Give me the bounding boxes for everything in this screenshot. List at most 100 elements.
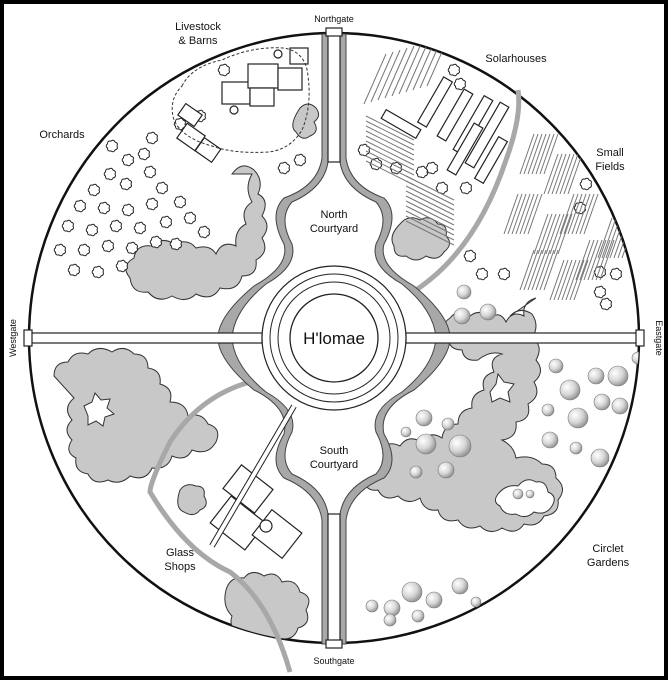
tree-icon — [137, 147, 150, 161]
tree-icon — [155, 181, 168, 195]
tree-icon — [145, 197, 158, 211]
tree-icon — [145, 131, 158, 145]
field-row — [575, 239, 591, 281]
tree-icon — [159, 215, 172, 229]
livestock-grove — [292, 103, 320, 139]
slat-line — [365, 115, 415, 141]
field-row — [571, 193, 587, 235]
settlement-map: H'lomae Northgate Southgate Eastgate Wes… — [8, 14, 664, 673]
orchard-forest — [125, 165, 268, 300]
garden-sphere — [567, 407, 589, 429]
field-row — [563, 153, 579, 195]
tree-icon — [293, 153, 306, 167]
westgate-label: Westgate — [8, 319, 18, 357]
tree-icon — [425, 161, 438, 175]
field-row — [543, 249, 559, 291]
field-row — [575, 193, 591, 235]
field-row — [565, 259, 581, 301]
tree-icon — [169, 237, 182, 251]
field-row — [527, 249, 543, 291]
tree-icon — [119, 177, 132, 191]
garden-sphere — [456, 284, 472, 300]
garden-sphere — [470, 596, 482, 608]
eastgate-label: Eastgate — [654, 320, 664, 356]
tree-icon — [109, 219, 122, 233]
garden-sphere — [453, 307, 471, 325]
slat-line — [405, 200, 455, 226]
field-row — [563, 193, 579, 235]
field-row — [533, 213, 549, 255]
slat-line — [391, 45, 415, 97]
field-row — [523, 133, 539, 175]
map-frame: H'lomae Northgate Southgate Eastgate Wes… — [4, 4, 664, 676]
field-row — [519, 133, 535, 175]
garden-sphere — [441, 417, 455, 431]
tree-icon — [609, 267, 622, 281]
southgate-label: Southgate — [313, 656, 354, 666]
slat-line — [405, 195, 455, 221]
west-forest-clearing — [83, 392, 115, 427]
circlet-gardens-label-line1: Circlet — [592, 543, 623, 555]
garden-sphere — [611, 397, 629, 415]
field-row — [535, 133, 551, 175]
field-row — [591, 239, 607, 281]
garden-sphere — [569, 441, 583, 455]
tree-icon — [459, 181, 472, 195]
field-row — [543, 153, 559, 195]
field-row — [547, 153, 563, 195]
tree-icon — [475, 267, 488, 281]
field-row — [583, 239, 599, 281]
field-row — [557, 259, 573, 301]
slat-line — [365, 135, 415, 161]
field-row — [527, 193, 543, 235]
field-row — [587, 239, 603, 281]
garden-sphere — [409, 465, 423, 479]
field-row — [503, 193, 519, 235]
central-rings — [261, 265, 407, 411]
tree-icon — [197, 225, 210, 239]
garden-sphere — [548, 358, 564, 374]
small-fields-slats — [503, 133, 637, 301]
livestock-fence — [171, 47, 310, 153]
slat-line — [365, 120, 415, 146]
tree-icon — [133, 221, 146, 235]
garden-sphere — [401, 581, 423, 603]
tree-icon — [121, 203, 134, 217]
slat-line — [370, 51, 394, 103]
garden-sphere — [400, 426, 412, 438]
south-courtyard-label-line1: South — [320, 445, 349, 457]
tree-icon — [435, 181, 448, 195]
field-row — [531, 133, 547, 175]
garden-sphere — [365, 599, 379, 613]
slat-line — [405, 41, 429, 93]
glass-shops-label-line2: Shops — [164, 561, 196, 573]
garden-sphere — [425, 591, 443, 609]
garden-sphere — [479, 303, 497, 321]
southeast-forest-clearing-top — [489, 372, 515, 403]
garden-sphere — [631, 351, 639, 365]
tree-icon — [85, 223, 98, 237]
tree-icon — [497, 267, 510, 281]
field-row — [559, 193, 575, 235]
tree-icon — [67, 263, 80, 277]
field-row — [523, 249, 539, 291]
slat-line — [365, 140, 415, 166]
garden-sphere — [587, 367, 605, 385]
livestock-barns — [175, 47, 309, 164]
field-row — [573, 259, 589, 301]
northgate-label: Northgate — [314, 14, 354, 24]
field-row — [519, 249, 535, 291]
tree-icon — [173, 117, 186, 131]
tree-icon — [217, 63, 230, 77]
field-row — [541, 213, 557, 255]
field-row — [601, 217, 617, 259]
tree-icon — [277, 161, 290, 175]
glass-shop-grove — [177, 484, 207, 516]
north-courtyard-label-line1: North — [321, 209, 348, 221]
field-row — [557, 213, 573, 255]
tree-icon — [173, 195, 186, 209]
slat-line — [405, 205, 455, 231]
field-row — [579, 239, 595, 281]
field-row — [539, 133, 555, 175]
tree-icon — [77, 243, 90, 257]
